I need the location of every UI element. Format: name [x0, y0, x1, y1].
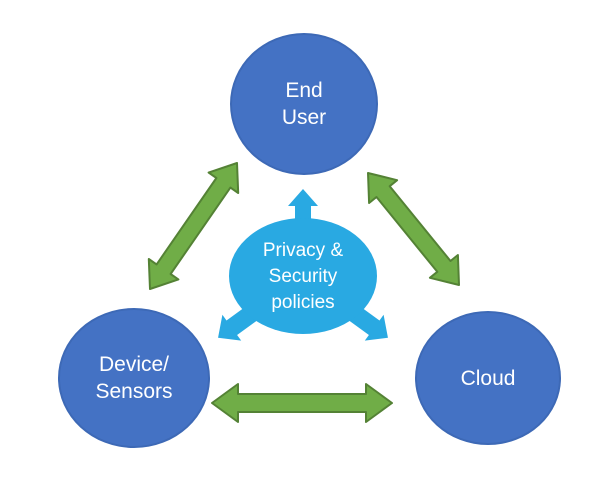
- node-device-sensors-label-line2: Sensors: [95, 380, 173, 403]
- node-end-user: End User: [230, 33, 378, 175]
- arrow-enduser-devicesensors-icon: [147, 162, 240, 290]
- node-end-user-label-line1: End: [285, 79, 323, 102]
- hub-label-line1: Privacy &: [262, 240, 344, 261]
- node-cloud-label: Cloud: [460, 366, 516, 390]
- arrow-devicesensors-cloud-icon: [211, 383, 393, 423]
- hub-label-line2: Security: [268, 266, 338, 287]
- hub-label-line3: policies: [271, 292, 335, 313]
- hub-ellipse: [229, 218, 377, 334]
- node-device-sensors-label-line1: Device/: [98, 353, 170, 376]
- hub-label: Privacy & Security policies: [228, 237, 378, 317]
- node-cloud: Cloud: [415, 311, 561, 445]
- node-end-user-label-line2: User: [281, 106, 327, 129]
- node-device-sensors: Device/ Sensors: [58, 308, 210, 448]
- hub-shape: [218, 189, 388, 341]
- arrow-enduser-cloud-icon: [367, 172, 460, 286]
